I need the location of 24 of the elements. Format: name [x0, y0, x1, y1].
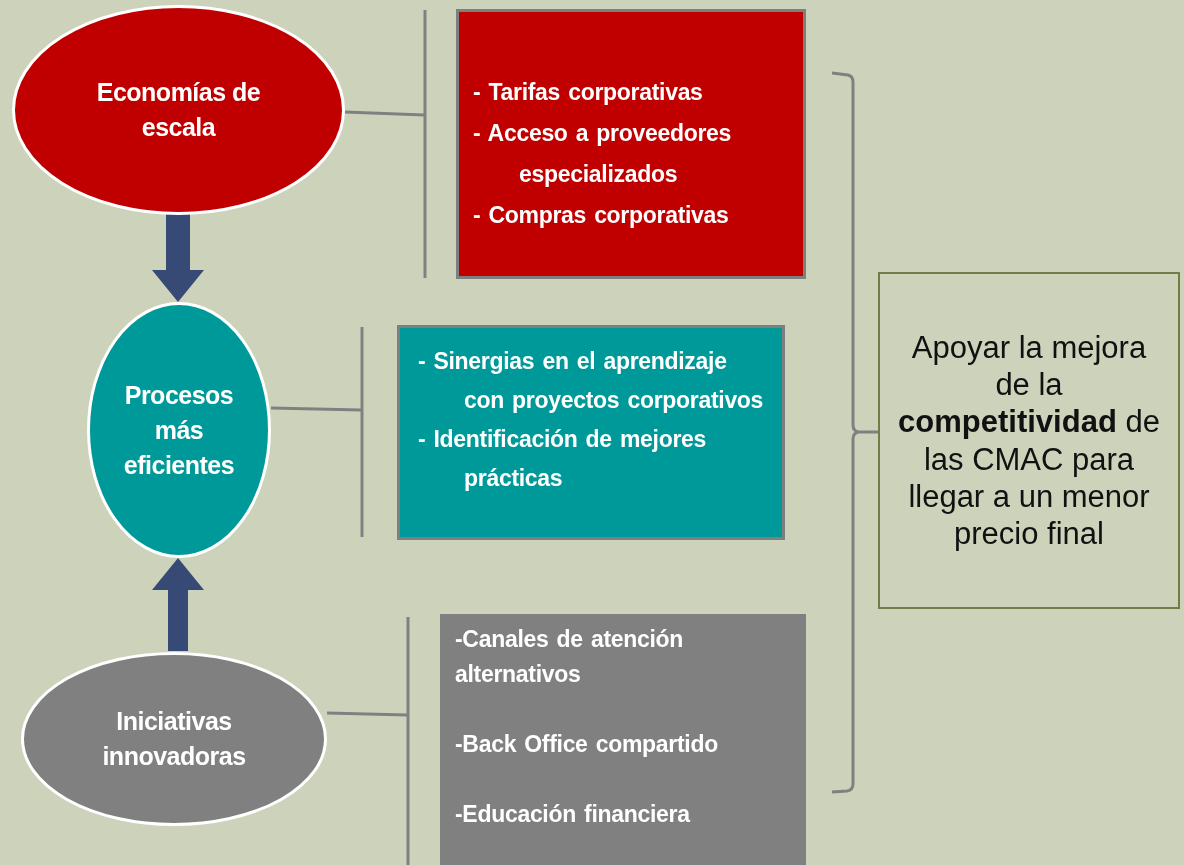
connector-line [270, 406, 362, 412]
node-label: Iniciativas innovadoras [101, 706, 247, 772]
node-label: Economías de escala [95, 77, 262, 143]
list-item: -Canales de atención alternativos [455, 625, 685, 689]
goal-text: Apoyar la mejora de la competitividad de las CMAC para llegar a un menor precio final [897, 328, 1161, 553]
list-item: - Identificación de mejores prácticas [418, 425, 708, 493]
list-item: - Tarifas corporativas [473, 78, 704, 107]
oval-node [21, 652, 327, 826]
list-box [456, 9, 806, 279]
list-item: - Compras corporativas [473, 201, 730, 230]
list-item: - Acceso a proveedores especializados [473, 119, 733, 189]
oval-node [87, 302, 271, 558]
block-arrow [152, 214, 204, 302]
oval-node [12, 5, 345, 215]
list-box [397, 325, 785, 540]
block-arrow [152, 558, 204, 651]
list-item: -Educación financiera [455, 800, 692, 829]
list-item: - Sinergias en el aprendizaje con proyectos corporativos [418, 347, 765, 415]
list-box [440, 614, 806, 865]
connector-line [326, 711, 408, 717]
list-item: -Back Office compartido [455, 730, 719, 759]
connector-line [344, 110, 425, 117]
goal-box [878, 272, 1180, 609]
node-label: Procesos más eficientes [122, 379, 236, 481]
